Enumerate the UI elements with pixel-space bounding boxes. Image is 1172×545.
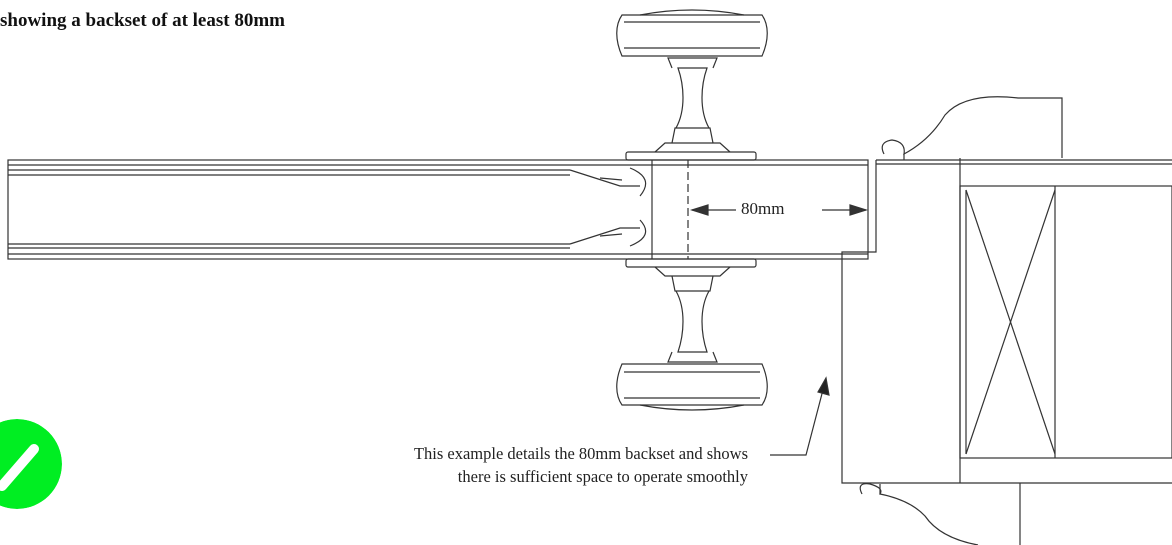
door-frame (841, 158, 1172, 545)
callout-line-1: This example details the 80mm backset an… (413, 444, 748, 463)
callout-line-2: there is sufficient space to operate smo… (457, 467, 748, 486)
diagram-title: showing a backset of at least 80mm (0, 10, 285, 31)
lower-architrave (859, 483, 979, 545)
callout-leader (770, 376, 830, 456)
upper-door-knob (616, 9, 768, 161)
check-slash-icon (0, 419, 62, 509)
callout-text: This example details the 80mm backset an… (414, 442, 748, 488)
upper-architrave (881, 96, 1063, 160)
backset-dimension (689, 204, 869, 216)
lower-door-knob (616, 258, 768, 411)
backset-dimension-label: 80mm (741, 199, 785, 218)
door-leaf (7, 159, 869, 260)
